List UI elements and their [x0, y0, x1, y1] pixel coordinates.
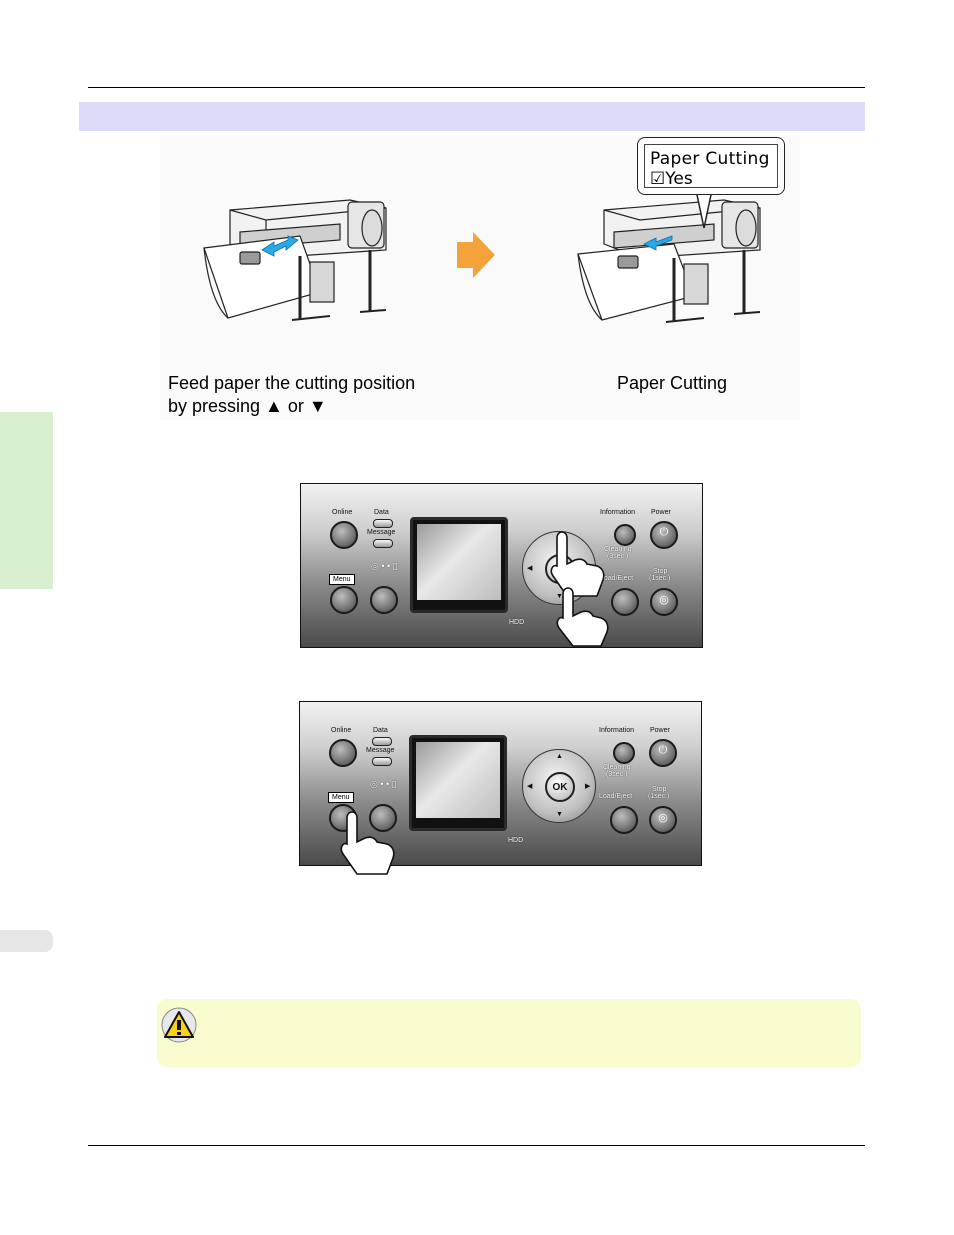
printer-cutting-illustration	[577, 199, 761, 323]
menu-label: Menu	[328, 792, 354, 803]
message-label: Message	[366, 747, 395, 754]
chapter-side-tab[interactable]	[0, 412, 53, 589]
left-caption-line1: Feed paper the cutting position	[168, 373, 416, 393]
information-button[interactable]	[614, 524, 636, 546]
data-label: Data	[374, 509, 389, 516]
online-label: Online	[331, 727, 352, 734]
left-arrow-icon: ◀	[527, 565, 533, 572]
stop-icon: ◎	[658, 812, 668, 824]
callout-menu-option: ☑Yes	[650, 169, 693, 189]
cleaning-label: Cleaning	[603, 764, 631, 771]
down-arrow-icon: ▼	[556, 811, 563, 818]
stop-time-label: (1sec.)	[648, 793, 670, 800]
power-button[interactable]: ⏻	[650, 521, 678, 549]
hand-pointer-icon	[550, 531, 605, 597]
hand-pointer-icon	[340, 811, 395, 875]
data-lamp	[373, 519, 393, 528]
information-label: Information	[600, 509, 636, 516]
message-lamp	[372, 757, 392, 766]
message-lamp	[373, 539, 393, 548]
cleaning-label: Cleaning	[604, 546, 632, 553]
caution-icon	[161, 1007, 197, 1043]
printer-feeding-illustration	[203, 199, 387, 321]
stop-button[interactable]: ◎	[649, 806, 677, 834]
callout-menu-title: Paper Cutting	[650, 149, 770, 169]
load-eject-button[interactable]	[611, 588, 639, 616]
back-button[interactable]	[370, 586, 398, 614]
callout-pointer	[695, 190, 713, 229]
header-rule	[88, 87, 865, 88]
stop-label: Stop	[653, 568, 668, 575]
menu-button[interactable]	[330, 586, 358, 614]
footer-rule	[88, 1145, 865, 1146]
stop-label: Stop	[652, 786, 667, 793]
cleaning-time-label: (3sec.)	[607, 553, 629, 560]
left-caption-line2: by pressing ▲ or ▼	[168, 396, 327, 416]
hand-pointer-icon	[556, 587, 609, 647]
control-panel-arrow-keys: Online Data Message ◎ • • ▯ Menu ▲ ▼ ◀ ▶…	[300, 483, 703, 648]
online-button[interactable]	[330, 521, 358, 549]
caution-box	[157, 999, 861, 1067]
ink-indicator-icon: ◎ • • ▯	[371, 561, 398, 571]
stop-button[interactable]: ◎	[650, 588, 678, 616]
lcd-display	[410, 517, 508, 613]
data-lamp	[372, 737, 392, 746]
cleaning-time-label: (3sec.)	[606, 771, 628, 778]
power-label: Power	[650, 727, 670, 734]
ok-button[interactable]: OK	[545, 772, 575, 802]
online-label: Online	[332, 509, 353, 516]
ink-indicator-icon: ◎ • • ▯	[370, 779, 397, 789]
stop-icon: ◎	[659, 594, 669, 606]
up-arrow-icon: ▲	[556, 753, 563, 760]
hdd-label: HDD	[508, 837, 524, 844]
lcd-display	[409, 735, 507, 831]
stop-time-label: (1sec.)	[649, 575, 671, 582]
left-arrow-icon: ◀	[527, 783, 533, 790]
section-header-bar	[79, 102, 865, 131]
load-eject-button[interactable]	[610, 806, 638, 834]
power-icon: ⏻	[658, 744, 668, 756]
back-button[interactable]	[369, 804, 397, 832]
information-label: Information	[599, 727, 635, 734]
power-button[interactable]: ⏻	[649, 739, 677, 767]
next-step-arrow	[457, 232, 495, 278]
power-label: Power	[651, 509, 671, 516]
information-button[interactable]	[613, 742, 635, 764]
menu-label: Menu	[329, 574, 355, 585]
load-eject-label: Load/Eject	[600, 575, 634, 582]
right-arrow-icon: ▶	[585, 783, 591, 790]
page-side-tab[interactable]	[0, 930, 53, 952]
message-label: Message	[367, 529, 396, 536]
lcd-callout: Paper Cutting ☑Yes	[637, 137, 785, 195]
arrow-keypad[interactable]: ▲ ▼ ◀ ▶ OK	[522, 749, 596, 823]
load-eject-label: Load/Eject	[599, 793, 633, 800]
down-arrow-icon: ▼	[556, 593, 563, 600]
right-caption: Paper Cutting	[617, 373, 728, 393]
data-label: Data	[373, 727, 388, 734]
online-button[interactable]	[329, 739, 357, 767]
power-icon: ⏻	[659, 526, 669, 538]
hdd-label: HDD	[509, 619, 525, 626]
